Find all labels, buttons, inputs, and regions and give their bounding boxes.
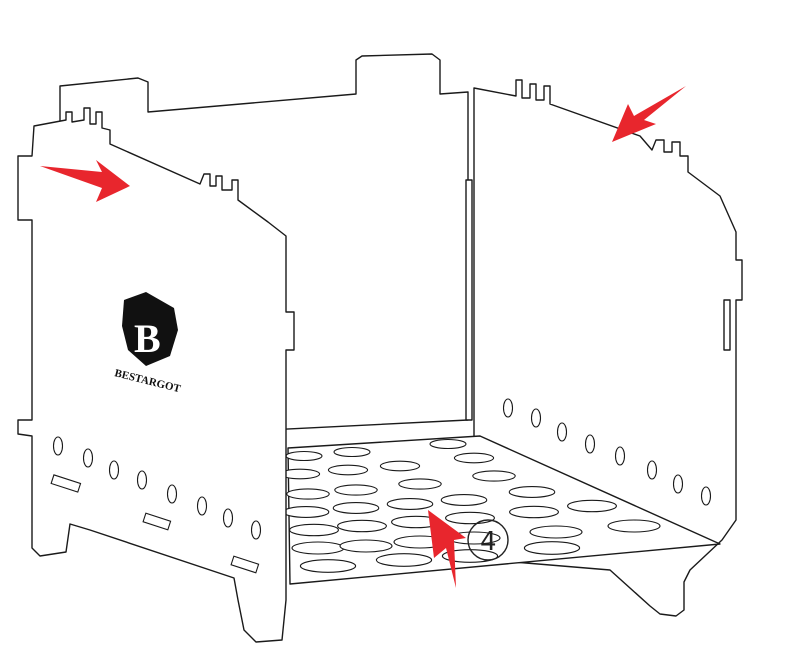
right-vent [700,486,712,506]
grate-hole [440,494,488,506]
front-vent [250,520,262,540]
grate-hole [286,488,330,500]
grate-hole [333,446,371,458]
grate-holes [279,438,661,573]
step-marker-ring [467,519,509,561]
front-vent [82,448,94,468]
grate-hole [567,499,617,513]
floor-grate [287,435,721,585]
grate-hole [529,525,583,539]
front-vent [136,470,148,490]
red-arrow-icon [612,86,686,142]
front-panel-vents [52,436,262,540]
grate-hole [429,438,467,450]
step-marker: 4 [480,527,497,557]
grate-hole [398,478,442,490]
grate-hole [285,450,323,462]
grate-hole [339,539,393,553]
front-vent [52,436,64,456]
right-vent [614,446,626,466]
grate-hole [472,470,516,482]
front-panel-slot [50,474,82,493]
front-panel-slot [142,512,172,531]
red-arrow-icon [428,510,466,588]
grate-hole [282,506,330,518]
right-vent [584,434,596,454]
grate-hole [453,452,495,464]
right-vent [502,398,514,418]
grate-hole [509,505,559,519]
grate-hole [334,484,378,496]
grate-hole [327,464,369,476]
front-vent [166,484,178,504]
front-vent [196,496,208,516]
front-vent [108,460,120,480]
front-vent [222,508,234,528]
grate-hole [379,460,421,472]
logo-shield-icon: B [122,292,178,366]
front-panel [17,107,295,643]
right-vent [646,460,658,480]
right-panel-slot [723,299,731,351]
grate-hole [386,498,434,510]
grate-hole [375,553,433,567]
grate-hole [607,519,661,533]
grate-hole [337,519,387,533]
right-panel-vents [502,398,712,506]
red-arrow-icon [40,160,130,202]
logo-letter: B [134,316,161,361]
back-panel-slot [465,179,473,421]
grate-hole [332,502,380,514]
front-panel-slot [230,555,260,574]
grate-hole [523,541,581,555]
right-vent [530,408,542,428]
grate-hole [445,511,495,525]
grate-hole [299,559,357,573]
grate-hole [289,523,339,537]
grate-hole [291,541,345,555]
grate-hole [508,486,556,498]
right-vent [672,474,684,494]
right-vent [556,422,568,442]
